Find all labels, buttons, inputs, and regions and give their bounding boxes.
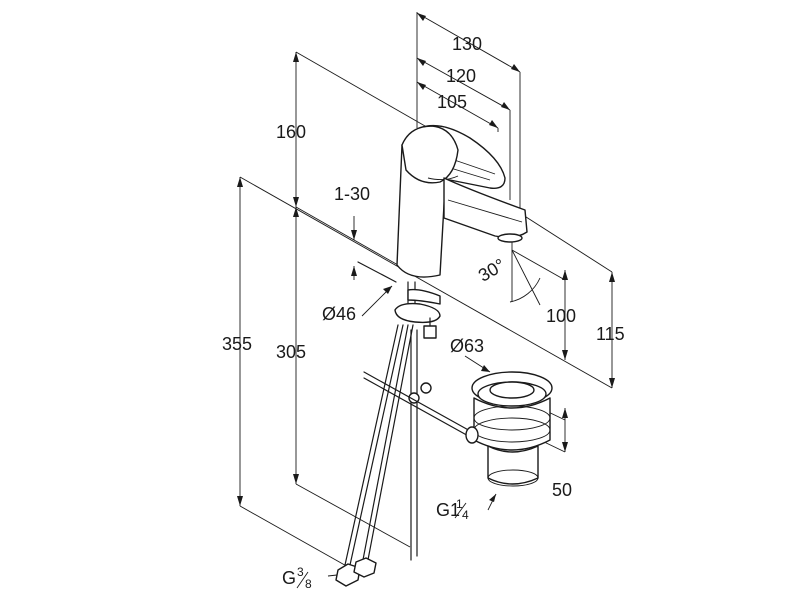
aerator [497,233,523,243]
waste-plug [489,381,535,399]
dim-305: 305 [276,342,306,362]
handle-cap [401,125,459,184]
faucet [396,124,528,278]
mount-nut [423,325,437,339]
mounting-hardware [357,261,441,339]
dim-30-degree: 30° [475,255,509,286]
dim-1-30: 1-30 [334,184,370,204]
dim-355: 355 [222,334,252,354]
dim-50: 50 [552,480,572,500]
dim-100: 100 [546,306,576,326]
svg-text:G: G [282,568,296,588]
fixing-plate [394,302,441,324]
thread-g3-8-label: G 3 8 [282,565,312,591]
svg-text:4: 4 [462,508,469,522]
thread-g1-1-4-label: G1 1 4 [436,497,469,522]
dim-130: 130 [452,34,482,54]
dim-115: 115 [596,324,625,344]
pop-up-waste [363,371,553,487]
dim-105: 105 [437,92,467,112]
svg-text:G1: G1 [436,500,460,520]
dimension-lines [237,12,615,577]
dim-160: 160 [276,122,306,142]
extension-lines [239,12,613,569]
dim-diameter-46: Ø46 [322,304,356,324]
hose-nut-right [353,557,377,578]
svg-text:1: 1 [456,497,463,511]
waste-side-port [465,426,479,444]
svg-text:8: 8 [305,577,312,591]
svg-text:3: 3 [297,565,304,579]
flex-hoses [335,324,432,587]
dim-120: 120 [446,66,476,86]
dim-diameter-63: Ø63 [450,336,484,356]
